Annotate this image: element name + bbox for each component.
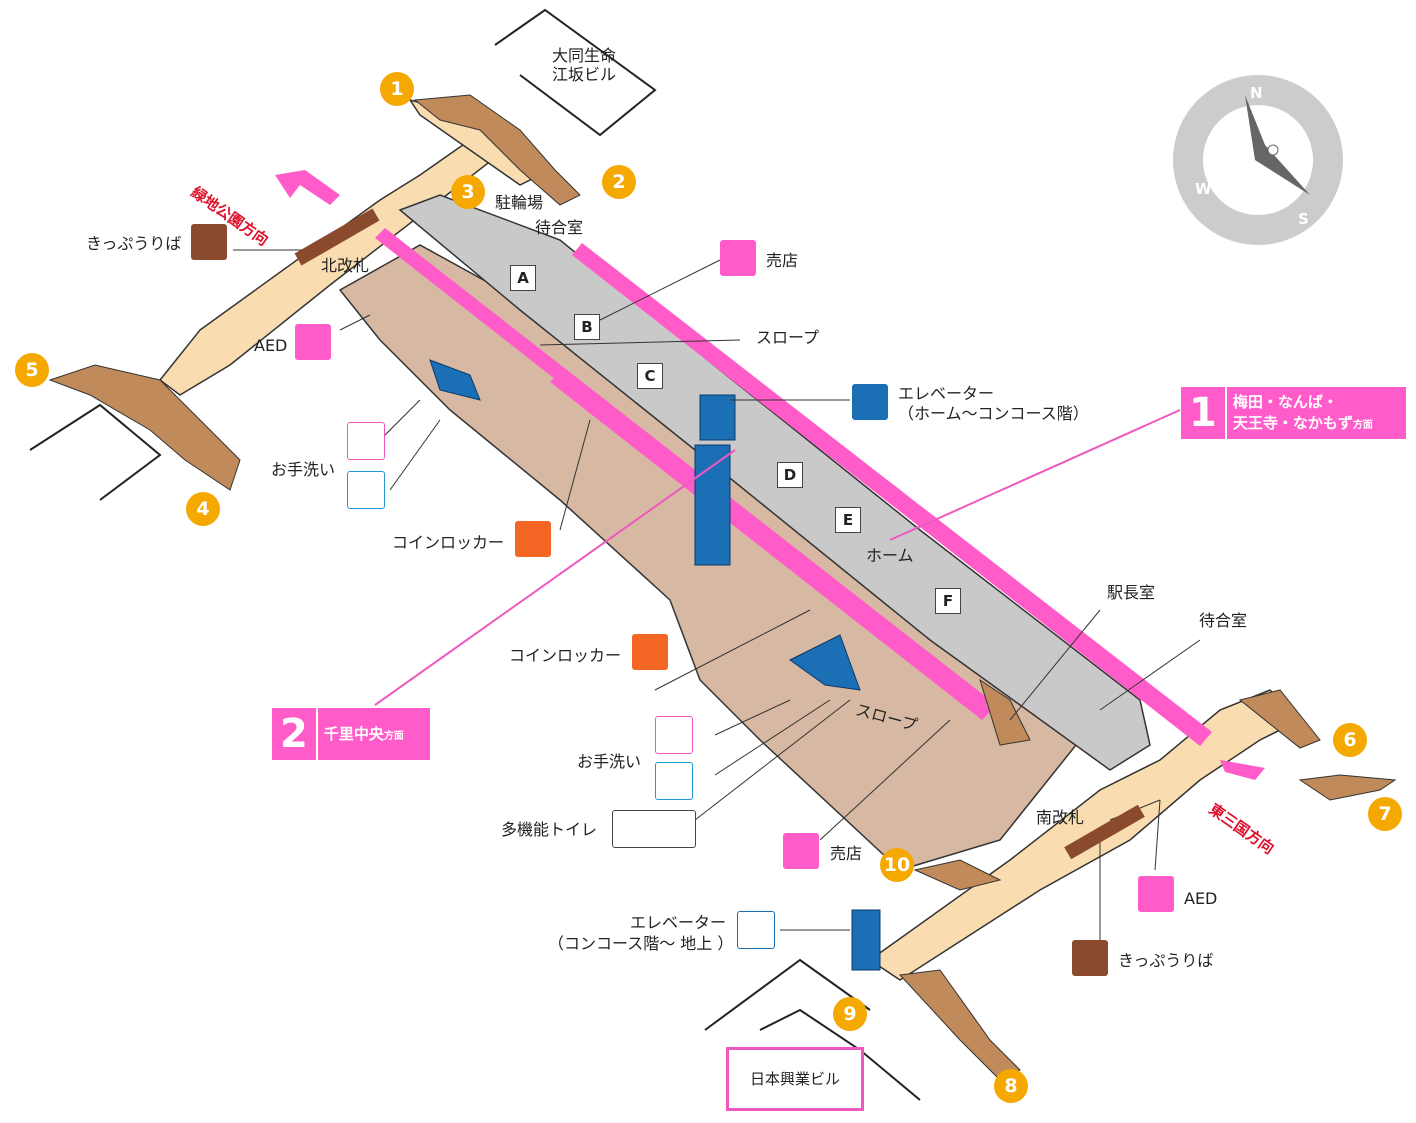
exit-2[interactable]: 2 [602,165,636,199]
waiting-room-north-label: 待合室 [535,218,584,237]
exit-1[interactable]: 1 [380,72,414,106]
pointer-lines [233,249,1201,940]
compass-n: N [1250,84,1263,102]
multi-toilet-label: 多機能トイレ [501,820,598,839]
compass-s: S [1298,210,1309,228]
direction-box-1-num: 1 [1181,387,1227,439]
exit-4[interactable]: 4 [186,492,220,526]
exit-7[interactable]: 7 [1368,797,1402,831]
platform-letter-c: C [637,363,663,389]
direction-box-1: 1 梅田・なんば・ 天王寺・なかもず方面 [1181,387,1406,439]
exit-9[interactable]: 9 [833,997,867,1031]
locker-south-label: コインロッカー [509,646,622,665]
toilet-south-male-icon [655,762,693,800]
multi-toilet-icon [612,810,696,848]
direction-box-2-suffix: 方面 [383,730,404,742]
platform-letter-f: F [935,588,961,614]
bicycle-label: 駐輪場 [495,193,544,212]
aed-south-icon [1138,876,1174,912]
platform-letter-e: E [835,507,861,533]
platform-letter-d: D [777,462,803,488]
direction-arrows [275,170,1265,780]
south-gate-label: 南改札 [1036,808,1085,827]
platform-letter-a: A [510,265,536,291]
tracks [375,228,1212,746]
elevator-north-label-2: （ホーム～コンコース階） [898,404,1089,423]
building-nihon-label: 日本興業ビル [749,1070,840,1088]
elevator-shafts [429,359,881,971]
waiting-room-south-label: 待合室 [1199,611,1248,630]
exit-10[interactable]: 10 [880,848,914,882]
elevator-north-label-1: エレベーター [898,384,995,403]
slope-north-label: スロープ [756,328,820,347]
direction-leaders [374,409,1181,706]
kiosk-north-label: 売店 [766,251,799,270]
direction-box-1-line2: 天王寺・なかもず [1232,414,1353,432]
toilet-north-label: お手洗い [271,460,336,479]
aed-north-label: AED [254,336,288,355]
aed-south-label: AED [1184,889,1218,908]
direction-box-2-line1: 千里中央 [323,724,384,743]
compass [1173,75,1343,245]
locker-south-icon [632,634,668,670]
exit-6[interactable]: 6 [1333,723,1367,757]
direction-box-1-line1: 梅田・なんば・ [1232,393,1338,411]
toilet-south-female-icon [655,716,693,754]
ticket-north-label: きっぷうりば [86,234,182,253]
direction-box-2-num: 2 [272,708,318,760]
toilet-north-male-icon [347,471,385,509]
elevator-south-icon [737,911,775,949]
toilet-north-female-icon [347,422,385,460]
elevator-south-label-2: （コンコース階～ 地上 ） [548,934,734,953]
building-daido-label: 大同生命 江坂ビル [552,46,617,85]
aed-north-icon [295,324,331,360]
compass-w: W [1195,180,1212,198]
ticket-south-label: きっぷうりば [1118,951,1214,970]
kiosk-south-label: 売店 [830,844,863,863]
kiosk-south-icon [783,833,819,869]
toilet-south-label: お手洗い [577,752,642,771]
building-nihon: 日本興業ビル [726,1047,864,1111]
elevator-north-icon [852,384,888,420]
locker-north-icon [515,521,551,557]
building-outlines [29,8,921,1101]
exit-5[interactable]: 5 [15,353,49,387]
exit-3[interactable]: 3 [451,175,485,209]
direction-box-2: 2 千里中央方面 [272,708,430,760]
direction-box-1-suffix: 方面 [1352,420,1373,431]
compass-e: E [1330,100,1341,118]
exit-8[interactable]: 8 [994,1069,1028,1103]
ticket-north-icon [191,224,227,260]
north-gate-label: 北改札 [321,256,370,275]
locker-north-label: コインロッカー [392,533,505,552]
kiosk-north-icon [720,240,756,276]
ticket-south-icon [1072,940,1108,976]
stairs [48,94,1397,1081]
elevator-south-label-1: エレベーター [630,913,727,932]
stationmaster-label: 駅長室 [1107,583,1156,602]
platform-label: ホーム [866,546,914,565]
platform-letter-b: B [574,314,600,340]
